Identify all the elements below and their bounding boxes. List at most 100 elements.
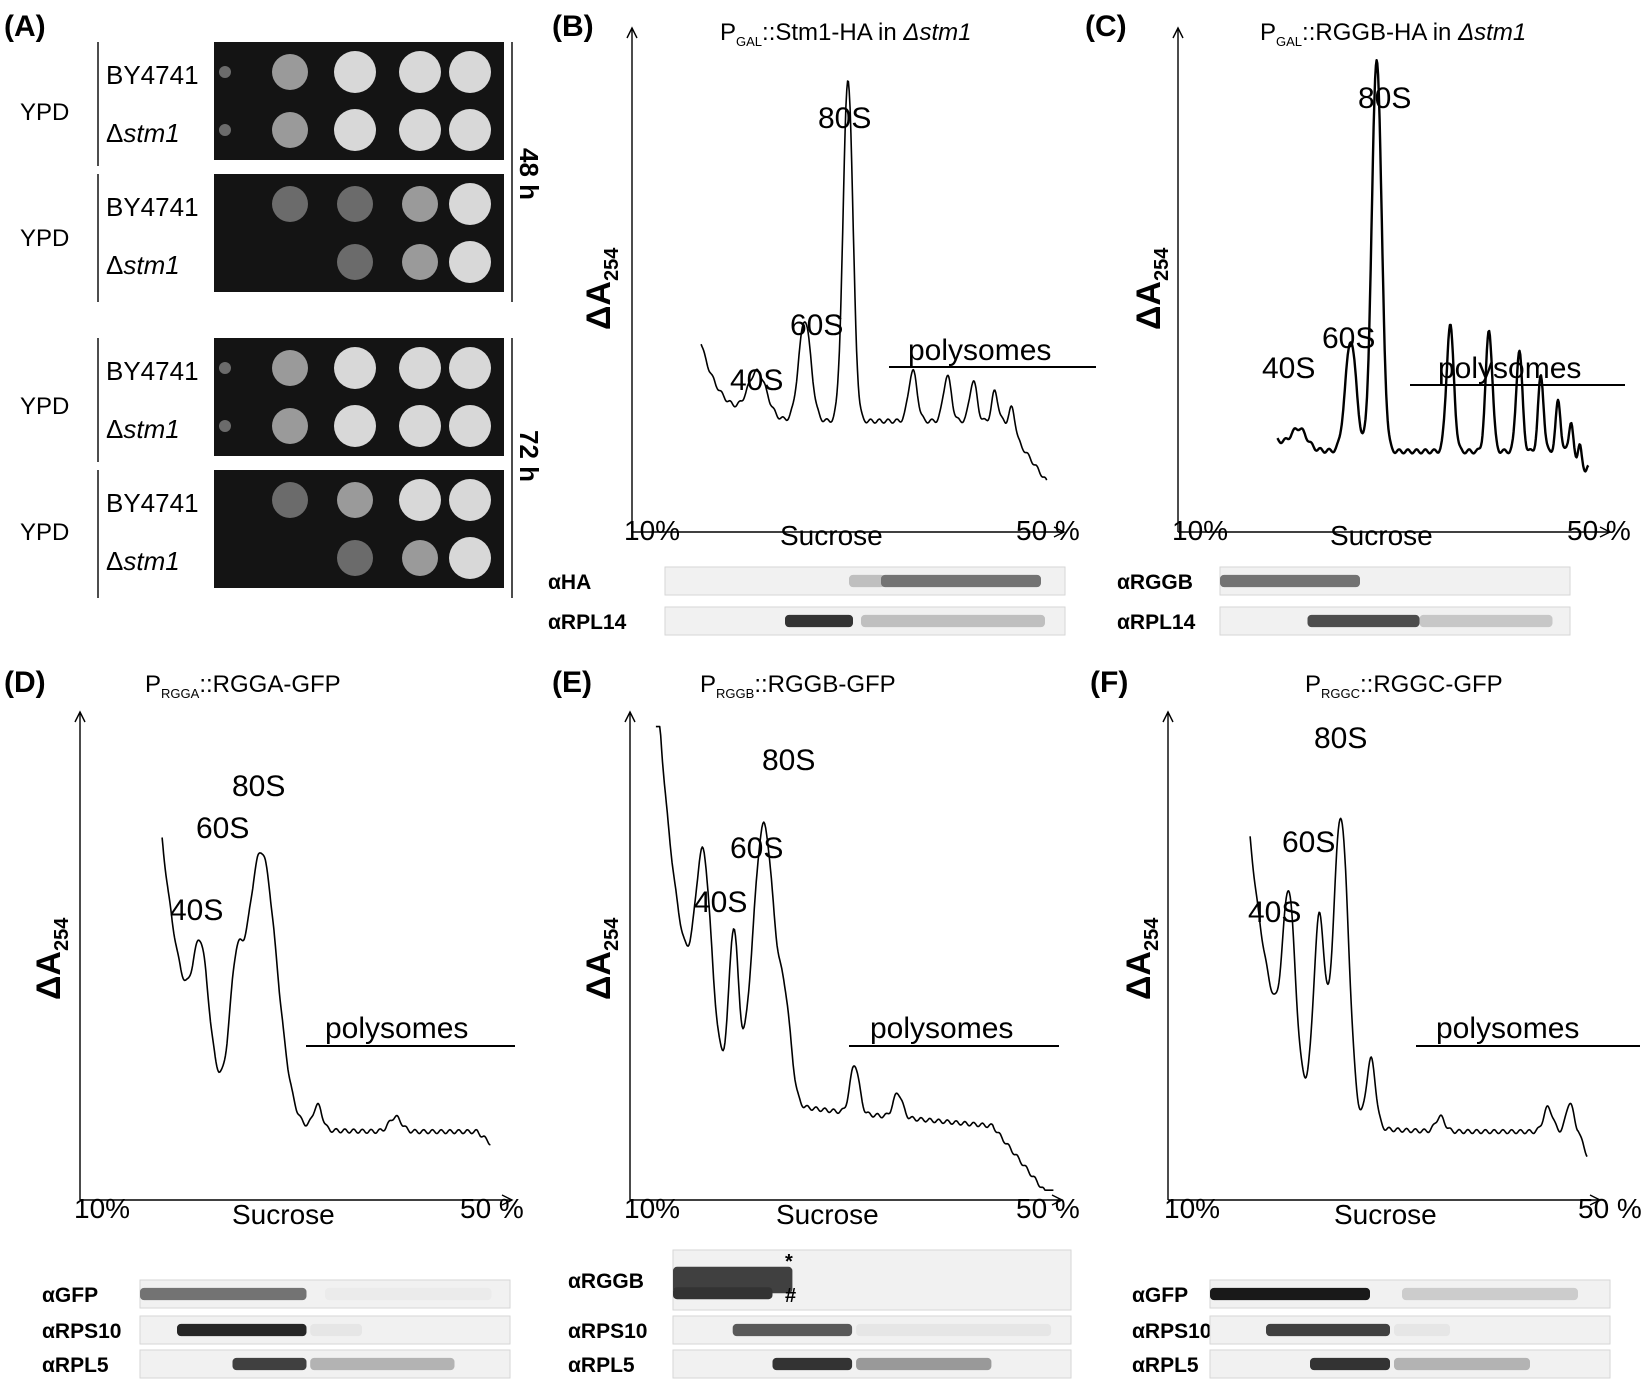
blot-band — [1394, 1357, 1530, 1371]
blot-band — [1394, 1323, 1450, 1337]
y-axis-arrow — [626, 26, 638, 39]
blot-band — [232, 1357, 307, 1371]
colony-spot — [337, 482, 373, 518]
x-axis-arrow — [501, 1194, 514, 1206]
colony-spot — [399, 405, 441, 447]
blot-band — [673, 1287, 773, 1300]
blot-band — [325, 1287, 492, 1301]
a254-trace — [700, 80, 1048, 481]
blot-band — [1402, 1287, 1578, 1301]
y-axis-arrow — [1172, 26, 1184, 39]
western-blot-row: αGFP — [1132, 1279, 1611, 1309]
media-label: YPD — [20, 393, 69, 420]
blot-band — [140, 1287, 307, 1301]
western-blot-row: αRPL5 — [1132, 1349, 1611, 1379]
peak-label-p80: 80S — [818, 102, 871, 135]
blot-band — [1310, 1357, 1390, 1371]
blot-band — [310, 1357, 455, 1371]
x-axis-label: Sucrose — [1334, 1199, 1437, 1230]
colony-spot — [399, 109, 441, 151]
blot-mark-hash: # — [785, 1285, 796, 1307]
colony-spot — [272, 408, 308, 444]
strain-label: BY4741 — [106, 356, 199, 386]
colony-spot — [449, 537, 491, 579]
colony-spot — [272, 482, 308, 518]
strain-labels: BY4741Δstm1BY4741Δstm1BY4741Δstm1BY4741Δ… — [106, 60, 199, 576]
peak-label-p60: 60S — [1322, 322, 1375, 355]
x-axis-label: Sucrose — [776, 1199, 879, 1230]
blot-band — [772, 1357, 853, 1371]
media-label: YPD — [20, 225, 69, 252]
blot-band — [1220, 574, 1360, 588]
panel-title: PRGGC::RGGC-GFP — [1305, 671, 1503, 701]
x-axis-label: Sucrose — [1330, 520, 1433, 551]
peak-label-p60: 60S — [1282, 826, 1335, 859]
blot-antibody-label: αRPS10 — [42, 1320, 121, 1343]
x-axis-arrow — [1589, 1194, 1602, 1206]
blot-band — [785, 614, 853, 628]
colony-spot — [449, 51, 491, 93]
colony-spot — [334, 51, 376, 93]
blot-band — [1307, 614, 1420, 628]
blot-antibody-label: αGFP — [1132, 1284, 1188, 1307]
x-axis-label: Sucrose — [780, 520, 883, 551]
western-blot-row: αRPS10 — [42, 1315, 511, 1345]
panel-a: (A) YPD YPD YPD YPD BY4741Δstm1BY4741Δst… — [4, 10, 544, 598]
colony-spot — [334, 405, 376, 447]
blot-antibody-label: αRPL5 — [1132, 1354, 1199, 1377]
x-tick-label: 50 % — [1578, 1193, 1642, 1224]
x-tick-label: 10% — [624, 1193, 680, 1224]
spot-assay-plates — [214, 42, 504, 588]
blot-antibody-label: αRPL14 — [548, 611, 627, 634]
peak-label-poly: polysomes — [325, 1012, 468, 1045]
blot-band — [856, 1357, 992, 1371]
colony-spot — [219, 66, 231, 78]
western-blot-row: αGFP — [42, 1279, 511, 1309]
peak-label-p40: 40S — [1248, 896, 1301, 929]
blot-band — [849, 574, 885, 588]
colony-spot — [399, 347, 441, 389]
media-label: YPD — [20, 99, 69, 126]
peak-label-poly: polysomes — [1438, 352, 1581, 385]
peak-label-p80: 80S — [1358, 82, 1411, 115]
blot-band — [310, 1323, 362, 1337]
x-tick-label: 10% — [1164, 1193, 1220, 1224]
x-tick-label: 10% — [624, 515, 680, 546]
plate-row — [214, 528, 504, 588]
x-tick-label: 10% — [74, 1193, 130, 1224]
peak-label-p40: 40S — [730, 364, 783, 397]
a254-trace — [655, 725, 1054, 1191]
plate-row — [214, 338, 504, 398]
peak-label-p40: 40S — [170, 894, 223, 927]
peak-label-p80: 80S — [1314, 722, 1367, 755]
plate-row — [214, 174, 504, 234]
panel-label: (F) — [1090, 666, 1128, 699]
western-blot-row: αHA — [548, 566, 1066, 596]
blot-antibody-label: αHA — [548, 571, 591, 594]
x-axis-arrow — [1053, 526, 1066, 538]
blot-mark-star: * — [785, 1251, 793, 1273]
blot-antibody-label: αRGGB — [568, 1270, 644, 1293]
peak-label-p60: 60S — [730, 832, 783, 865]
colony-spot — [402, 186, 438, 222]
western-blot-row: αRPS10 — [568, 1315, 1072, 1345]
strain-label: Δstm1 — [106, 118, 180, 148]
y-axis-label: ΔA254 — [580, 247, 623, 330]
time-label-72h: 72 h — [514, 430, 544, 482]
colony-spot — [449, 183, 491, 225]
western-blot-row: αRGGB — [1117, 566, 1571, 596]
panel-title: PGAL::Stm1-HA in Δstm1 — [720, 19, 972, 49]
blot-antibody-label: αGFP — [42, 1284, 98, 1307]
y-axis-arrow — [624, 710, 636, 723]
colony-spot — [402, 540, 438, 576]
panel-label: (E) — [552, 666, 592, 699]
y-axis-arrow — [1162, 710, 1174, 723]
blot-antibody-label: αRGGB — [1117, 571, 1193, 594]
plate-row — [214, 470, 504, 530]
western-blot-row: αRGGB — [568, 1249, 1072, 1311]
x-tick-label: 50 % — [1016, 1193, 1080, 1224]
colony-spot — [402, 244, 438, 280]
